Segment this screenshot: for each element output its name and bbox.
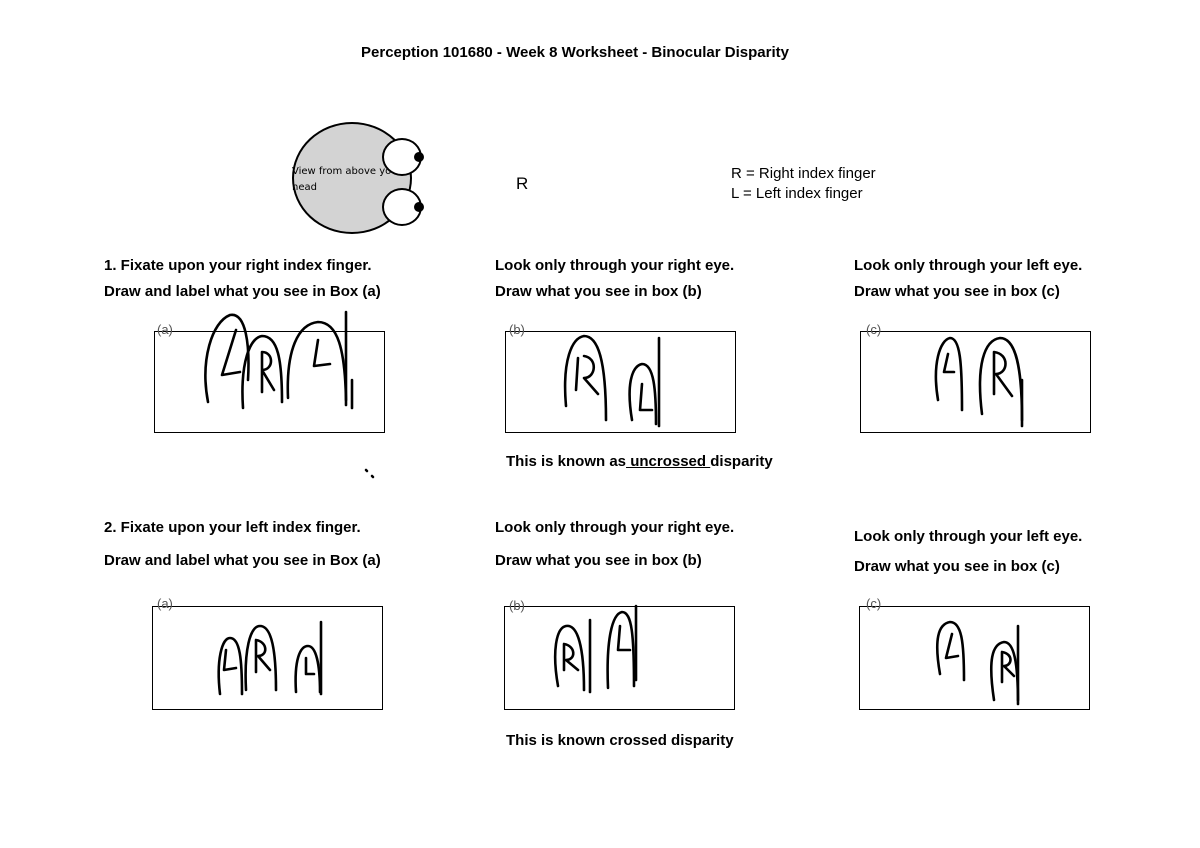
q2-prompt-c: Look only through your left eye. Draw wh… — [854, 527, 1082, 577]
legend-right-finger: R = Right index finger — [731, 165, 876, 182]
q1-box-b-label: (b) — [509, 322, 525, 337]
q2-box-a — [152, 606, 383, 710]
q2-prompt-c-line2: Draw what you see in box (c) — [854, 558, 1060, 575]
q1-prompt-c-line2: Draw what you see in box (c) — [854, 283, 1060, 300]
q1-box-c — [860, 331, 1091, 433]
legend-left-finger: L = Left index finger — [731, 185, 863, 202]
q1-prompt-c: Look only through your left eye. Draw wh… — [854, 256, 1082, 302]
q2-prompt-b-line1: Look only through your right eye. — [495, 519, 735, 536]
pupil-icon — [414, 152, 424, 162]
q2-prompt-b-line2: Draw what you see in box (b) — [495, 552, 702, 569]
q2-box-c — [859, 606, 1090, 710]
stray-marks — [364, 468, 375, 479]
q1-prompt-a-line1: 1. Fixate upon your right index finger. — [104, 257, 372, 274]
q1-prompt-b-line2: Draw what you see in box (b) — [495, 283, 702, 300]
q1-box-b — [505, 331, 736, 433]
q1-note-suffix: disparity — [710, 453, 773, 470]
pupil-icon — [414, 202, 424, 212]
q2-prompt-a-line2: Draw and label what you see in Box (a) — [104, 552, 381, 569]
q2-answer-note: This is known crossed disparity — [506, 732, 734, 749]
q1-box-a — [154, 331, 385, 433]
q1-prompt-b: Look only through your right eye. Draw w… — [495, 256, 734, 302]
q1-prompt-a: 1. Fixate upon your right index finger. … — [104, 256, 381, 302]
q1-box-a-label: (a) — [157, 322, 173, 337]
q2-box-a-label: (a) — [157, 596, 173, 611]
q1-prompt-a-line2: Draw and label what you see in Box (a) — [104, 283, 381, 300]
q2-box-b — [504, 606, 735, 710]
q1-answer-uncrossed: uncrossed — [626, 453, 711, 470]
q2-box-c-label: (c) — [866, 596, 882, 611]
q1-prompt-c-line1: Look only through your left eye. — [854, 257, 1083, 274]
q2-prompt-c-line1: Look only through your left eye. — [854, 528, 1083, 545]
q2-prompt-a: 2. Fixate upon your left index finger. D… — [104, 518, 381, 571]
right-eye-icon — [382, 138, 424, 176]
head-diagram-label: View from above your head — [292, 166, 402, 193]
left-eye-icon — [382, 188, 424, 226]
q1-answer-note: This is known as uncrossed disparity — [506, 453, 773, 470]
q1-note-prefix: This is known as — [506, 453, 627, 470]
right-finger-marker: R — [516, 174, 529, 193]
q2-prompt-b: Look only through your right eye. Draw w… — [495, 518, 734, 571]
q1-prompt-b-line1: Look only through your right eye. — [495, 257, 735, 274]
q2-box-b-label: (b) — [509, 598, 525, 613]
q2-prompt-a-line1: 2. Fixate upon your left index finger. — [104, 519, 361, 536]
q1-box-c-label: (c) — [866, 322, 882, 337]
worksheet-title: Perception 101680 - Week 8 Worksheet - B… — [361, 44, 789, 61]
legend: R = Right index finger L = Left index fi… — [731, 164, 876, 204]
